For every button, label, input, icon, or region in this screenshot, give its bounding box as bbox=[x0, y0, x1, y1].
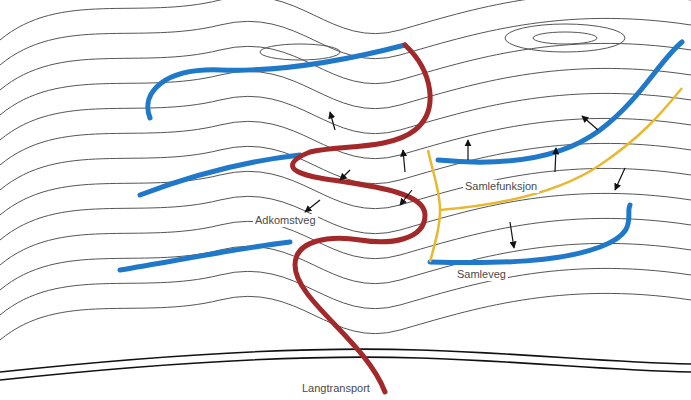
road-label: Samleveg bbox=[455, 268, 508, 281]
collector-function-line bbox=[428, 88, 682, 262]
road-label: Adkomstveg bbox=[253, 214, 318, 227]
direction-arrows bbox=[305, 112, 625, 248]
road-label: Langtransport bbox=[300, 382, 372, 395]
long-transport-road bbox=[0, 349, 691, 380]
collector-roads bbox=[120, 42, 682, 270]
road-label: Samlefunksjon bbox=[463, 180, 539, 193]
contour-lines bbox=[0, 0, 691, 340]
